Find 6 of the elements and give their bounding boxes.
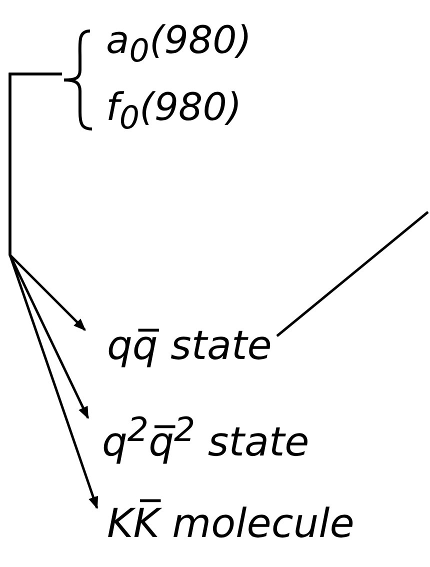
outcome-text: q$^{2}$q̅$^{2}$ state (102, 410, 310, 466)
particle-name: a$_{0}$(980) (106, 18, 253, 71)
particle-name: f$_{0}$(980) (106, 84, 243, 138)
outcome-text: KK̅ molecule (107, 500, 356, 548)
arrow (8, 72, 98, 510)
outcome-text: qq̅ state (107, 322, 273, 370)
